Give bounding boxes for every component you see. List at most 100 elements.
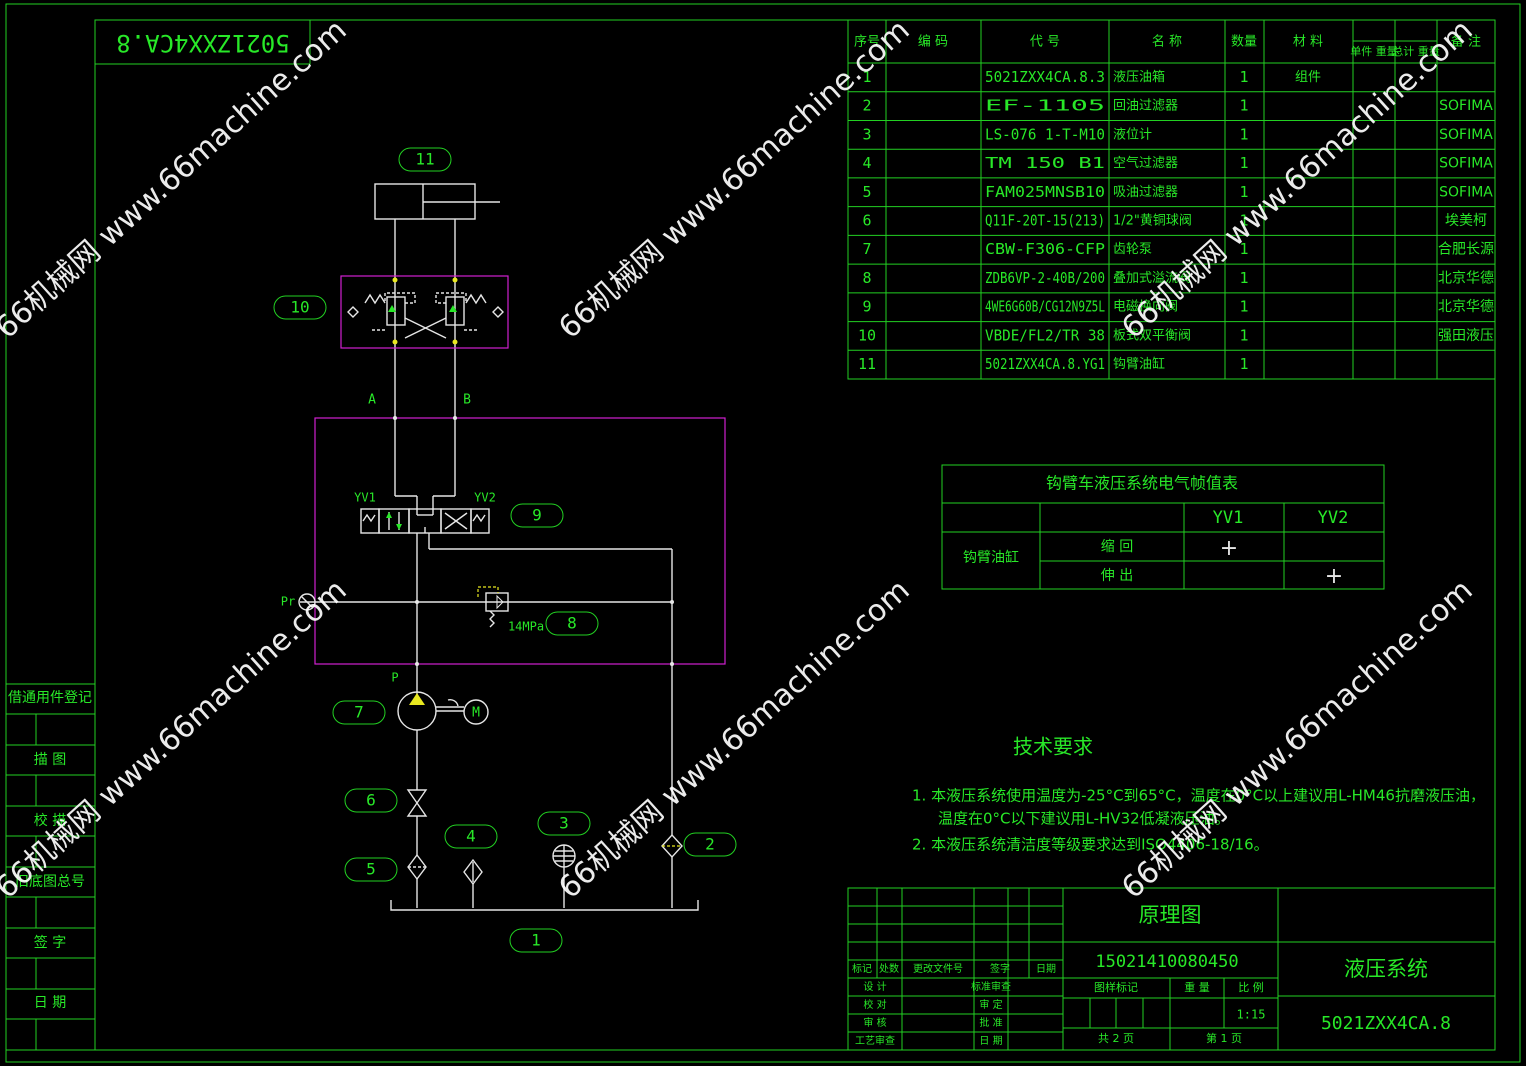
balloon-10-label: 10 <box>290 298 309 317</box>
electrical-table: 钩臂车液压系统电气帧值表 YV1 YV2 钩臂油缸 缩 回 伸 出 + + <box>941 464 1385 590</box>
balance-valve-frame <box>340 275 509 349</box>
watermark-text: 66机械网 www.66machine.com <box>552 573 916 906</box>
elec-action-retract: 缩 回 <box>1101 539 1133 555</box>
tech-line-3: 2. 本液压系统清洁度等级要求达到ISO4406-18/16。 <box>912 836 1269 854</box>
bom-cell-name: 液压油箱 <box>1113 69 1165 85</box>
balloon-2-label: 2 <box>705 835 715 854</box>
sign-row-label: 批 准 <box>979 1016 1002 1029</box>
yv2-label: YV2 <box>474 491 496 505</box>
balloon-10 <box>273 295 327 320</box>
elec-row-group: 钩臂油缸 <box>963 549 1019 566</box>
mirrored-code-box <box>94 19 311 65</box>
bom-header-cell: 数量 <box>1231 35 1257 50</box>
bom-cell-name: 叠加式溢流阀 <box>1113 271 1191 286</box>
stage-mark-label: 图样标记 <box>1094 980 1138 994</box>
pressure-gauge-port <box>298 593 316 611</box>
bom-cell-no: 4 <box>862 154 871 172</box>
bom-cell-qty: 1 <box>1239 183 1248 201</box>
left-strip: 借通用件登记 描 图 校 描 旧底图总号 签 字 日 期 <box>5 683 96 1051</box>
bom-cell-drawing-no: 4WE6G60B/CG12N9Z5L <box>985 298 1105 316</box>
elec-cell-retract-yv1: + <box>1220 536 1238 561</box>
bom-cell-remark: 北京华德 <box>1438 270 1494 286</box>
drawing-code: 5021ZXX4CA.8 <box>1321 1013 1451 1034</box>
left-strip-label: 旧底图总号 <box>15 874 85 890</box>
elec-table-title: 钩臂车液压系统电气帧值表 <box>1046 474 1238 493</box>
junction-dot <box>452 339 458 345</box>
bom-cell-drawing-no: VBDE/FL2/TR 38 <box>985 326 1105 344</box>
bom-cell-no: 1 <box>862 68 871 86</box>
weight-label: 重 量 <box>1184 980 1210 994</box>
bom-cell-qty: 1 <box>1239 68 1248 86</box>
balloon-5-label: 5 <box>366 860 376 879</box>
bom-cell-no: 9 <box>862 298 871 316</box>
relief-valve-body <box>485 592 509 612</box>
system-name: 液压系统 <box>1344 957 1428 981</box>
balloon-6-label: 6 <box>366 791 376 810</box>
bom-cell-drawing-no: LS-076 1-T-M10 <box>985 125 1105 143</box>
left-strip-label: 日 期 <box>34 995 66 1011</box>
bom-header-cell: 代 号 <box>1030 35 1060 50</box>
balloon-4-label: 4 <box>466 827 476 846</box>
port-a-label: A <box>368 393 376 408</box>
balloon-8 <box>545 611 599 636</box>
bom-cell-remark: 合肥长源 <box>1438 242 1494 258</box>
check-valve-left <box>386 296 406 326</box>
sign-row-label: 校 对 <box>863 998 886 1011</box>
watermark-text: 66机械网 www.66machine.com <box>552 13 916 346</box>
bom-cell-name: 回油过滤器 <box>1113 99 1178 114</box>
bom-cell-no: 11 <box>858 355 876 373</box>
sign-row-label: 标准审查 <box>971 980 1011 993</box>
air-filter <box>463 858 483 886</box>
bom-cell-no: 10 <box>858 326 876 344</box>
bom-cell-name: 板式双平衡阀 <box>1113 328 1191 343</box>
tech-line-1: 1. 本液压系统使用温度为-25°C到65°C，温度在0°C以上建议用L-HM4… <box>912 787 1485 805</box>
balloon-5 <box>344 857 398 882</box>
bom-cell-qty: 1 <box>1239 154 1248 172</box>
bom-cell-drawing-no: ZDB6VP-2-40B/200 <box>985 269 1105 287</box>
sheets-total: 共 2 页 <box>1098 1032 1134 1045</box>
bom-cell-remark: SOFIMA <box>1439 98 1493 114</box>
rev-header: 更改文件号 <box>913 962 963 975</box>
elec-col-yv1: YV1 <box>1213 508 1244 528</box>
bom-cell-drawing-no: CBW-F306-CFP <box>985 240 1105 258</box>
bom-cell-qty: 1 <box>1239 326 1248 344</box>
bom-cell-name: 电磁换向阀 <box>1113 299 1178 315</box>
left-strip-label: 描 图 <box>34 752 66 768</box>
bom-cell-qty: 1 <box>1239 355 1248 373</box>
bom-cell-qty: 1 <box>1239 125 1248 143</box>
bom-cell-no: 6 <box>862 212 871 230</box>
mirrored-drawing-code: 5021ZXX4CA.8 <box>116 29 289 57</box>
balloon-7-label: 7 <box>354 703 364 722</box>
bom-cell-name: 吸油过滤器 <box>1113 185 1178 200</box>
bom-cell-drawing-no: FAM025MNSB10 <box>985 183 1105 201</box>
balloon-2 <box>683 832 737 857</box>
elec-action-extend: 伸 出 <box>1101 568 1133 584</box>
bom-cell-drawing-no: 5021ZXX4CA.8.YG1 <box>985 355 1105 373</box>
dir-valve-left-spool <box>378 508 410 534</box>
schematic-labels: A B YV1 YV2 14MPa P Pr M <box>281 393 544 721</box>
watermark-text: 66机械网 www.66machine.com <box>1115 573 1479 906</box>
oil-tank <box>390 900 699 911</box>
bom-header-cell: 总计 重量 <box>1392 44 1440 58</box>
scale-label: 比 例 <box>1238 980 1264 994</box>
bom-cell-name: 齿轮泵 <box>1113 242 1152 257</box>
bom-header-row: 序号 编 码 代 号 名 称 数量 材 料 单件 重量 总计 重量 备 注 <box>854 34 1481 59</box>
left-strip-label: 签 字 <box>34 934 66 951</box>
electric-motor <box>463 699 489 725</box>
bom-cell-qty: 1 <box>1239 240 1248 258</box>
technical-requirements: 技术要求 1. 本液压系统使用温度为-25°C到65°C，温度在0°C以上建议用… <box>912 735 1485 854</box>
bom-cell-name: 钩臂油缸 <box>1113 356 1165 372</box>
port-b-label: B <box>463 393 471 408</box>
elec-col-yv2: YV2 <box>1318 508 1349 528</box>
bom-cell-drawing-no: 5021ZXX4CA.8.3 <box>985 68 1105 86</box>
elec-cell-extend-yv2: + <box>1325 564 1343 589</box>
scale-value: 1:15 <box>1237 1008 1266 1022</box>
part-balloons: 11 10 9 8 7 6 5 4 3 2 1 <box>273 147 737 953</box>
watermark-text: 66机械网 www.66machine.com <box>0 573 354 906</box>
bom-cell-qty: 1 <box>1239 212 1248 230</box>
rev-header: 签字 <box>990 962 1010 975</box>
port-pr-label: Pr <box>281 595 295 609</box>
balloon-6 <box>344 788 398 813</box>
balloon-8-label: 8 <box>567 614 577 633</box>
